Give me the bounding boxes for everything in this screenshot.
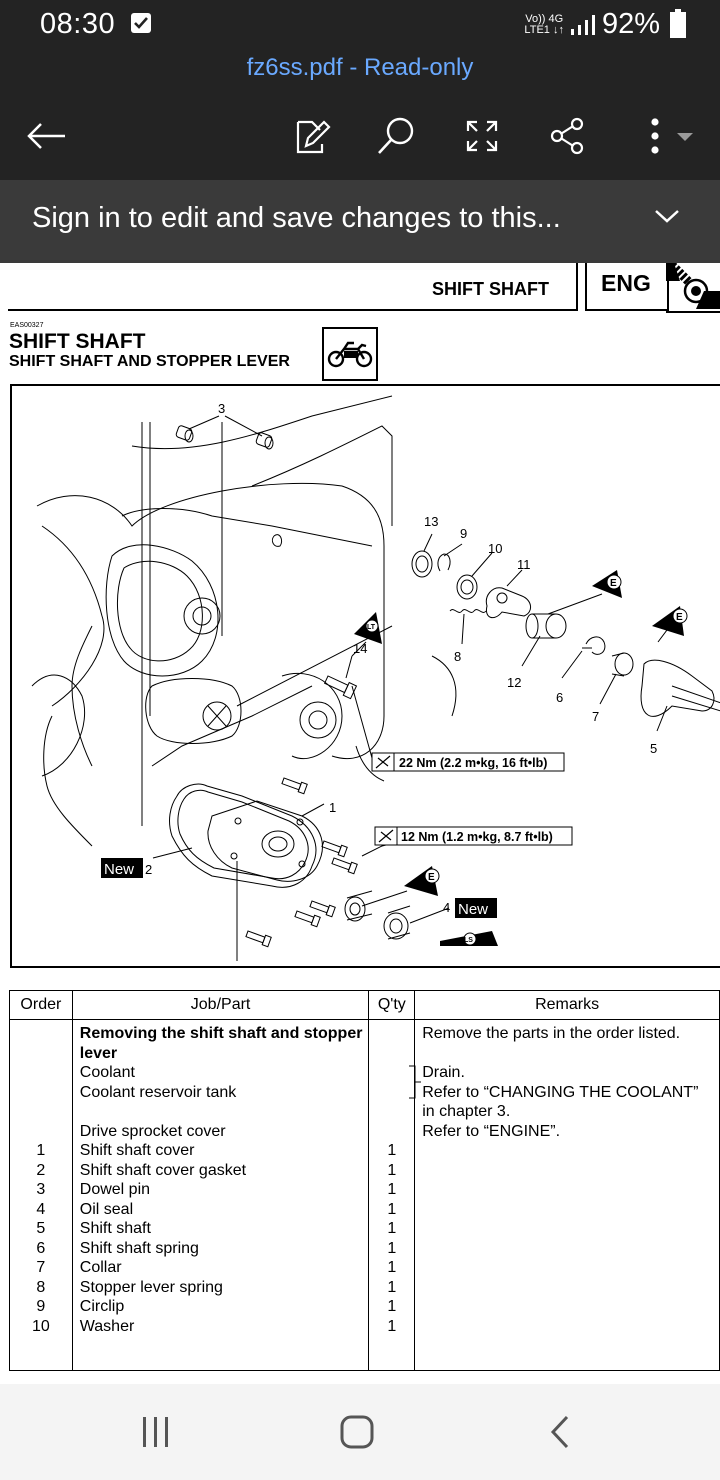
part-row: Shift shaft cover gasket <box>79 1161 247 1179</box>
back-arrow-icon <box>27 123 65 149</box>
notification-check-icon <box>131 13 151 33</box>
header-rule <box>8 309 576 311</box>
header-remarks: Remarks <box>414 990 720 1020</box>
edit-button[interactable] <box>288 112 336 160</box>
svg-text:LS: LS <box>464 937 473 944</box>
callout-14: 14 <box>353 641 367 656</box>
more-options-button[interactable] <box>636 112 698 160</box>
callout-6: 6 <box>556 690 563 705</box>
svg-text:LT: LT <box>367 624 376 631</box>
callout-5: 5 <box>650 741 657 756</box>
remark-drain: Drain. <box>422 1064 465 1081</box>
document-code: EAS00327 <box>10 322 44 329</box>
header-order: Order <box>9 990 73 1020</box>
expand-icon <box>466 120 498 152</box>
part-row: Dowel pin <box>79 1181 151 1198</box>
status-indicators: Vo)) 4G LTE1 ↓↑ 92% <box>524 8 686 41</box>
sign-in-banner[interactable]: Sign in to edit and save changes to this… <box>0 180 720 263</box>
edit-icon <box>296 120 331 154</box>
app-bar: fz6ss.pdf - Read-only <box>0 50 720 180</box>
home-button[interactable] <box>327 1408 387 1456</box>
part-row: Shift shaft spring <box>79 1239 199 1257</box>
header-divider <box>576 263 578 311</box>
part-row: Circlip <box>79 1298 125 1315</box>
network-indicator: Vo)) 4G LTE1 ↓↑ <box>524 12 564 36</box>
status-bar: 08:30 Vo)) 4G LTE1 ↓↑ 92% <box>0 0 720 50</box>
part-row: Shift shaft cover <box>79 1142 195 1159</box>
pdf-page[interactable]: SHIFT SHAFT ENG EAS00327 SHIFT SHAFT SHI… <box>0 263 720 1384</box>
table-body-row: 1 2 3 4 5 6 7 8 9 10 Removing the shift … <box>9 1019 720 1371</box>
remark-engine-ref: Refer to “ENGINE”. <box>422 1122 561 1140</box>
page-title: SHIFT SHAFT <box>9 330 146 353</box>
new-tag-2: New <box>104 861 134 878</box>
recents-button[interactable] <box>126 1408 186 1456</box>
back-icon <box>550 1415 569 1449</box>
battery-icon <box>670 8 686 38</box>
share-icon <box>550 117 584 155</box>
part-row: Washer <box>79 1317 135 1335</box>
battery-percent: 92% <box>601 8 660 40</box>
exploded-diagram: 3 13 9 10 11 14 8 12 6 7 5 1 2 4 E E LT … <box>10 384 720 968</box>
callout-4: 4 <box>443 900 450 915</box>
search-icon <box>378 117 414 154</box>
callout-11: 11 <box>517 557 531 572</box>
part-row: Stopper lever spring <box>79 1278 223 1296</box>
callout-9: 9 <box>460 526 467 541</box>
search-button[interactable] <box>372 112 420 160</box>
part-row: Collar <box>79 1259 122 1276</box>
order-column: 1 2 3 4 5 6 7 8 9 10 <box>9 1019 73 1371</box>
banner-text: Sign in to edit and save changes to this… <box>32 202 561 234</box>
callout-13: 13 <box>424 514 438 529</box>
file-title: fz6ss.pdf - Read-only <box>246 54 474 81</box>
header-qty: Q'ty <box>368 990 416 1020</box>
section-header: SHIFT SHAFT <box>432 279 549 299</box>
header-job-part: Job/Part <box>71 990 370 1020</box>
job-part-column: Removing the shift shaft and stopper lev… <box>71 1019 370 1371</box>
recents-icon <box>143 1417 168 1447</box>
callout-2: 2 <box>145 862 152 877</box>
back-arrow-button[interactable] <box>22 112 70 160</box>
remark-chapter: in chapter 3. <box>422 1103 511 1120</box>
job-heading: Removing the shift shaft and stopper lev… <box>79 1025 363 1062</box>
eng-tab-label: ENG <box>585 263 669 311</box>
callout-8: 8 <box>454 649 461 664</box>
expand-button[interactable] <box>458 112 506 160</box>
table-header-row: Order Job/Part Q'ty Remarks <box>9 990 720 1020</box>
remark-coolant-ref: Refer to “CHANGING THE COOLANT” <box>422 1083 699 1101</box>
remarks-column: Remove the parts in the order listed. Dr… <box>409 1019 720 1371</box>
remark-order: Remove the parts in the order listed. <box>422 1025 681 1042</box>
chevron-down-icon[interactable] <box>654 208 680 224</box>
callout-1: 1 <box>329 800 336 815</box>
torque-callout-2 <box>374 826 573 846</box>
svg-text:E: E <box>676 612 683 623</box>
back-button[interactable] <box>530 1408 590 1456</box>
callout-10: 10 <box>488 541 502 556</box>
part-row: Shift shaft <box>79 1220 151 1237</box>
svg-text:E: E <box>610 578 617 589</box>
torque-1-text: 22 Nm (2.2 m•kg, 16 ft•lb) <box>399 756 547 770</box>
part-row: Oil seal <box>79 1200 134 1218</box>
clock: 08:30 <box>40 8 116 40</box>
share-button[interactable] <box>544 112 592 160</box>
torque-2-text: 12 Nm (1.2 m•kg, 8.7 ft•lb) <box>401 830 553 844</box>
callout-3: 3 <box>218 401 225 416</box>
engine-tab-icon <box>666 263 720 313</box>
bracket-mark <box>409 1065 422 1099</box>
new-tag-4: New <box>458 901 488 918</box>
parts-table: Order Job/Part Q'ty Remarks 1 2 3 4 5 6 … <box>9 990 720 1371</box>
svg-text:E: E <box>428 872 435 883</box>
callout-7: 7 <box>592 709 599 724</box>
motorcycle-icon <box>322 327 378 381</box>
more-icon <box>651 118 693 154</box>
qty-column: 1 1 1 1 1 1 1 1 1 1 <box>368 1019 416 1371</box>
torque-callout-1 <box>371 752 565 772</box>
home-icon <box>340 1415 374 1449</box>
signal-icon <box>570 14 595 35</box>
page-subtitle: SHIFT SHAFT AND STOPPER LEVER <box>9 353 290 370</box>
navigation-bar <box>0 1384 720 1480</box>
callout-12: 12 <box>507 675 521 690</box>
